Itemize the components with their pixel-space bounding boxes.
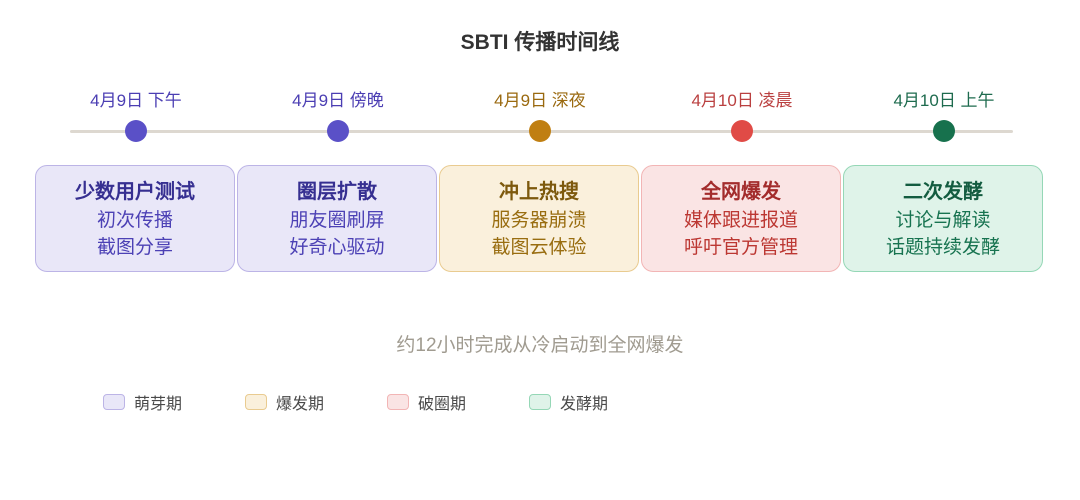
stage-card-line: 初次传播 — [96, 210, 173, 231]
stage-card-line: 呼吁官方管理 — [683, 236, 798, 258]
legend-swatch — [103, 394, 125, 410]
stage-card-title: 圈层扩散 — [297, 181, 377, 203]
legend: 萌芽期 爆发期 破圈期 发酵期 — [103, 390, 608, 414]
stage-card-line: 服务器崩溃 — [491, 210, 587, 231]
stage-card-line: 媒体跟进报道 — [683, 210, 798, 231]
stage-card-5: 二次发酵 讨论与解读 话题持续发酵 — [843, 165, 1043, 272]
stage-card-line: 朋友圈刷屏 — [289, 210, 385, 231]
stage-date-1: 4月9日 下午 — [90, 91, 182, 110]
timeline-dot-2 — [327, 120, 349, 142]
timeline-dot-3 — [529, 120, 551, 142]
stage-date-4: 4月10日 凌晨 — [691, 91, 793, 110]
stage-card-4: 全网爆发 媒体跟进报道 呼吁官方管理 — [641, 165, 841, 272]
legend-item-breakout: 破圈期 — [387, 390, 466, 414]
stage-card-3: 冲上热搜 服务器崩溃 截图云体验 — [439, 165, 639, 272]
legend-swatch — [529, 394, 552, 410]
legend-swatch — [245, 394, 268, 410]
stage-card-title: 全网爆发 — [701, 181, 781, 203]
stage-card-title: 二次发酵 — [903, 181, 983, 203]
stage-card-line: 讨论与解读 — [895, 210, 991, 231]
stage-card-2: 圈层扩散 朋友圈刷屏 好奇心驱动 — [237, 165, 437, 272]
page-title: SBTI 传播时间线 — [460, 31, 620, 54]
timeline-dot-4 — [731, 120, 753, 142]
legend-item-fermentation: 发酵期 — [529, 390, 608, 414]
stage-card-title: 冲上热搜 — [499, 181, 579, 203]
stage-card-line: 好奇心驱动 — [289, 236, 385, 258]
timeline-dot-1 — [125, 120, 147, 142]
stage-date-2: 4月9日 傍晚 — [292, 91, 384, 110]
timeline-dot-5 — [933, 120, 955, 142]
stage-card-line: 截图分享 — [96, 236, 173, 258]
legend-swatch — [387, 394, 410, 410]
legend-item-outbreak: 爆发期 — [245, 390, 324, 414]
stage-card-1: 少数用户测试 初次传播 截图分享 — [35, 165, 235, 272]
stage-card-line: 截图云体验 — [491, 236, 587, 258]
stage-date-3: 4月9日 深夜 — [494, 91, 586, 110]
summary-text: 约12小时完成从冷启动到全网爆发 — [396, 335, 684, 356]
legend-item-germination: 萌芽期 — [103, 390, 182, 414]
legend-label: 发酵期 — [560, 396, 609, 413]
stage-date-5: 4月10日 上午 — [893, 91, 995, 110]
legend-label: 爆发期 — [276, 396, 325, 413]
stage-card-title: 少数用户测试 — [75, 181, 195, 203]
legend-label: 破圈期 — [418, 396, 467, 413]
legend-label: 萌芽期 — [134, 396, 183, 413]
stage-card-line: 话题持续发酵 — [885, 236, 1000, 258]
